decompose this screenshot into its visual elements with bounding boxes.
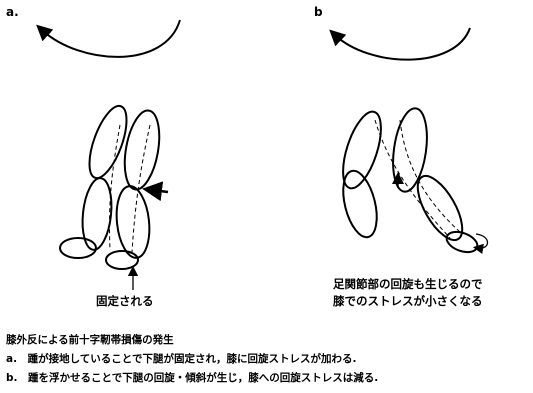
figure-caption-item-b: b. 踵を浮かせることで下腿の回旋・傾斜が生じ，膝への回旋ストレスは減る. xyxy=(6,373,378,384)
right-thigh-b xyxy=(388,106,431,194)
right-foot-b xyxy=(444,228,480,256)
figure-caption-title: 膝外反による前十字靭帯損傷の発生 xyxy=(6,335,174,346)
panel-b-figure xyxy=(335,28,488,256)
panel-a-figure xyxy=(42,20,180,290)
panel-b-label: b xyxy=(314,6,323,18)
panel-b-caption-line2: 膝でのストレスが小さくなる xyxy=(333,296,483,308)
panel-a-label: a. xyxy=(6,6,19,18)
knee-stress-arrow-a xyxy=(152,190,168,192)
rotation-arrow-a xyxy=(42,20,180,57)
left-thigh-b xyxy=(335,107,388,192)
rotation-arrow-b xyxy=(335,28,470,60)
panel-b-caption-line1: 足関節部の回旋も生じるので xyxy=(333,279,483,291)
right-foot-a xyxy=(106,251,138,269)
dashed-leg-b xyxy=(375,120,450,238)
right-shin-a xyxy=(113,185,152,260)
panel-a-caption: 固定される xyxy=(96,296,154,308)
figure-caption-item-a: a. 踵が接地していることで下腿が固定され，膝に回旋ストレスが加わる. xyxy=(6,354,356,365)
left-shin-b xyxy=(337,167,383,240)
